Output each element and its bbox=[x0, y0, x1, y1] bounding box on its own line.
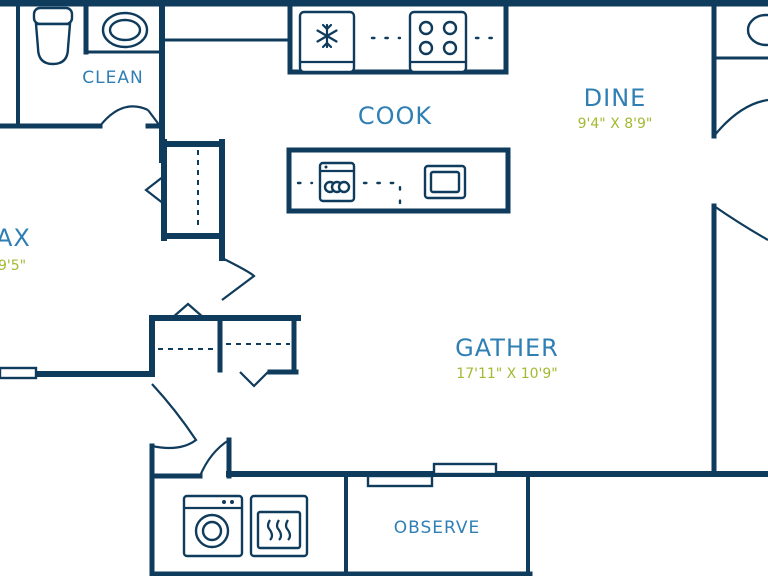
dimension-label-gather: 17'11" X 10'9" bbox=[456, 366, 557, 382]
room-label-cook: COOK bbox=[358, 102, 433, 130]
room-label-gather: GATHER bbox=[455, 334, 559, 362]
dryer-icon bbox=[249, 494, 309, 558]
kitchen-sink-icon bbox=[423, 164, 467, 200]
right-sink-icon bbox=[746, 13, 768, 47]
laundry-door-swing bbox=[151, 383, 198, 450]
bath-sink-icon bbox=[101, 11, 149, 49]
dishwasher-icon bbox=[318, 161, 356, 203]
right-lower-door bbox=[713, 205, 768, 241]
room-label-clean: CLEAN bbox=[82, 68, 143, 88]
bedroom-window bbox=[0, 366, 38, 380]
washer-icon bbox=[182, 494, 244, 558]
island-dots-b bbox=[362, 181, 402, 212]
toilet-icon bbox=[32, 6, 74, 66]
stove-icon bbox=[408, 10, 468, 74]
hall-closet-door-b bbox=[239, 371, 269, 388]
laundry-entry-swing bbox=[198, 439, 230, 477]
hall-door-swing bbox=[221, 257, 256, 301]
room-label-relax: AX bbox=[0, 224, 31, 252]
bath-door-swing bbox=[99, 105, 149, 127]
dimension-label-dine: 9'4" X 8'9" bbox=[578, 116, 653, 132]
room-label-dine: DINE bbox=[584, 84, 647, 112]
hall-closet-door-a bbox=[171, 302, 205, 319]
dimension-label-relax: 9'5" bbox=[0, 258, 26, 274]
kitchen-island bbox=[286, 147, 511, 214]
bath-door-leaf bbox=[147, 109, 161, 127]
patio-window-a bbox=[366, 474, 434, 488]
closet-door-swing bbox=[144, 175, 165, 205]
right-room-door bbox=[713, 98, 768, 137]
room-label-observe: OBSERVE bbox=[394, 518, 481, 538]
refrigerator-icon bbox=[298, 10, 356, 74]
doors bbox=[99, 98, 768, 477]
patio-window-b bbox=[432, 462, 498, 476]
